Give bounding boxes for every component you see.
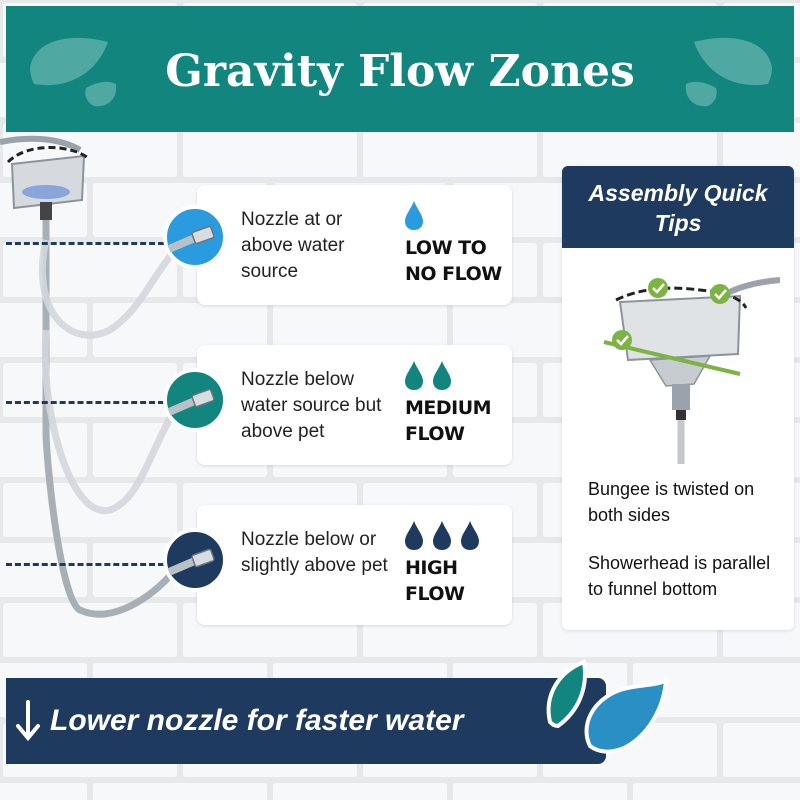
zone-description: Nozzle at or above water source	[241, 209, 345, 282]
zone-card-low: Nozzle at or above water source LOW TO N…	[197, 185, 512, 305]
tip-showerhead: Showerhead is parallel to funnel bottom	[588, 553, 771, 599]
water-drop-decoration-left-icon	[30, 37, 117, 107]
check-icon	[710, 284, 730, 304]
zone-card-high: Nozzle below or slightly above pet HIGH …	[197, 505, 512, 625]
assembly-tips-panel: Assembly Quick Tips Bungee is twisted on…	[562, 166, 794, 630]
page-title: Gravity Flow Zones	[165, 46, 635, 97]
water-drop-icon	[405, 201, 423, 230]
tips-title: Assembly Quick Tips	[588, 180, 768, 236]
nozzle-high-circle	[163, 528, 227, 592]
banner-text: Lower nozzle for faster water	[50, 704, 464, 737]
flow-level-label: MEDIUM FLOW	[405, 397, 492, 445]
level-line-low	[6, 242, 164, 245]
nozzle-icon	[167, 225, 215, 253]
zone-card-medium: Nozzle below water source but above pet …	[197, 345, 512, 465]
tips-header: Assembly Quick Tips	[562, 166, 794, 248]
nozzle-medium-circle	[163, 368, 227, 432]
tip-bungee: Bungee is twisted on both sides	[588, 479, 755, 525]
water-drops-icon	[405, 361, 451, 390]
check-icon	[612, 330, 632, 350]
water-drop-decoration-right-icon	[685, 37, 772, 107]
check-icon	[648, 278, 668, 298]
water-drops-icon	[405, 521, 479, 550]
nozzle-icon	[167, 548, 215, 576]
fountain-illustration	[0, 135, 178, 618]
nozzle-low-circle	[163, 205, 227, 269]
zone-description: Nozzle below or slightly above pet	[241, 529, 388, 576]
water-splash-icon	[546, 659, 669, 754]
flow-level-label: HIGH FLOW	[405, 557, 465, 605]
bottom-banner: Lower nozzle for faster water	[6, 678, 606, 764]
down-arrow-icon	[16, 700, 40, 742]
zone-description: Nozzle below water source but above pet	[241, 369, 382, 442]
header-bar: Gravity Flow Zones	[6, 6, 794, 132]
level-line-high	[6, 563, 164, 566]
level-line-medium	[6, 401, 164, 404]
nozzle-icon	[167, 388, 215, 416]
funnel-assembly-illustration	[603, 277, 780, 464]
flow-level-label: LOW TO NO FLOW	[405, 237, 502, 285]
